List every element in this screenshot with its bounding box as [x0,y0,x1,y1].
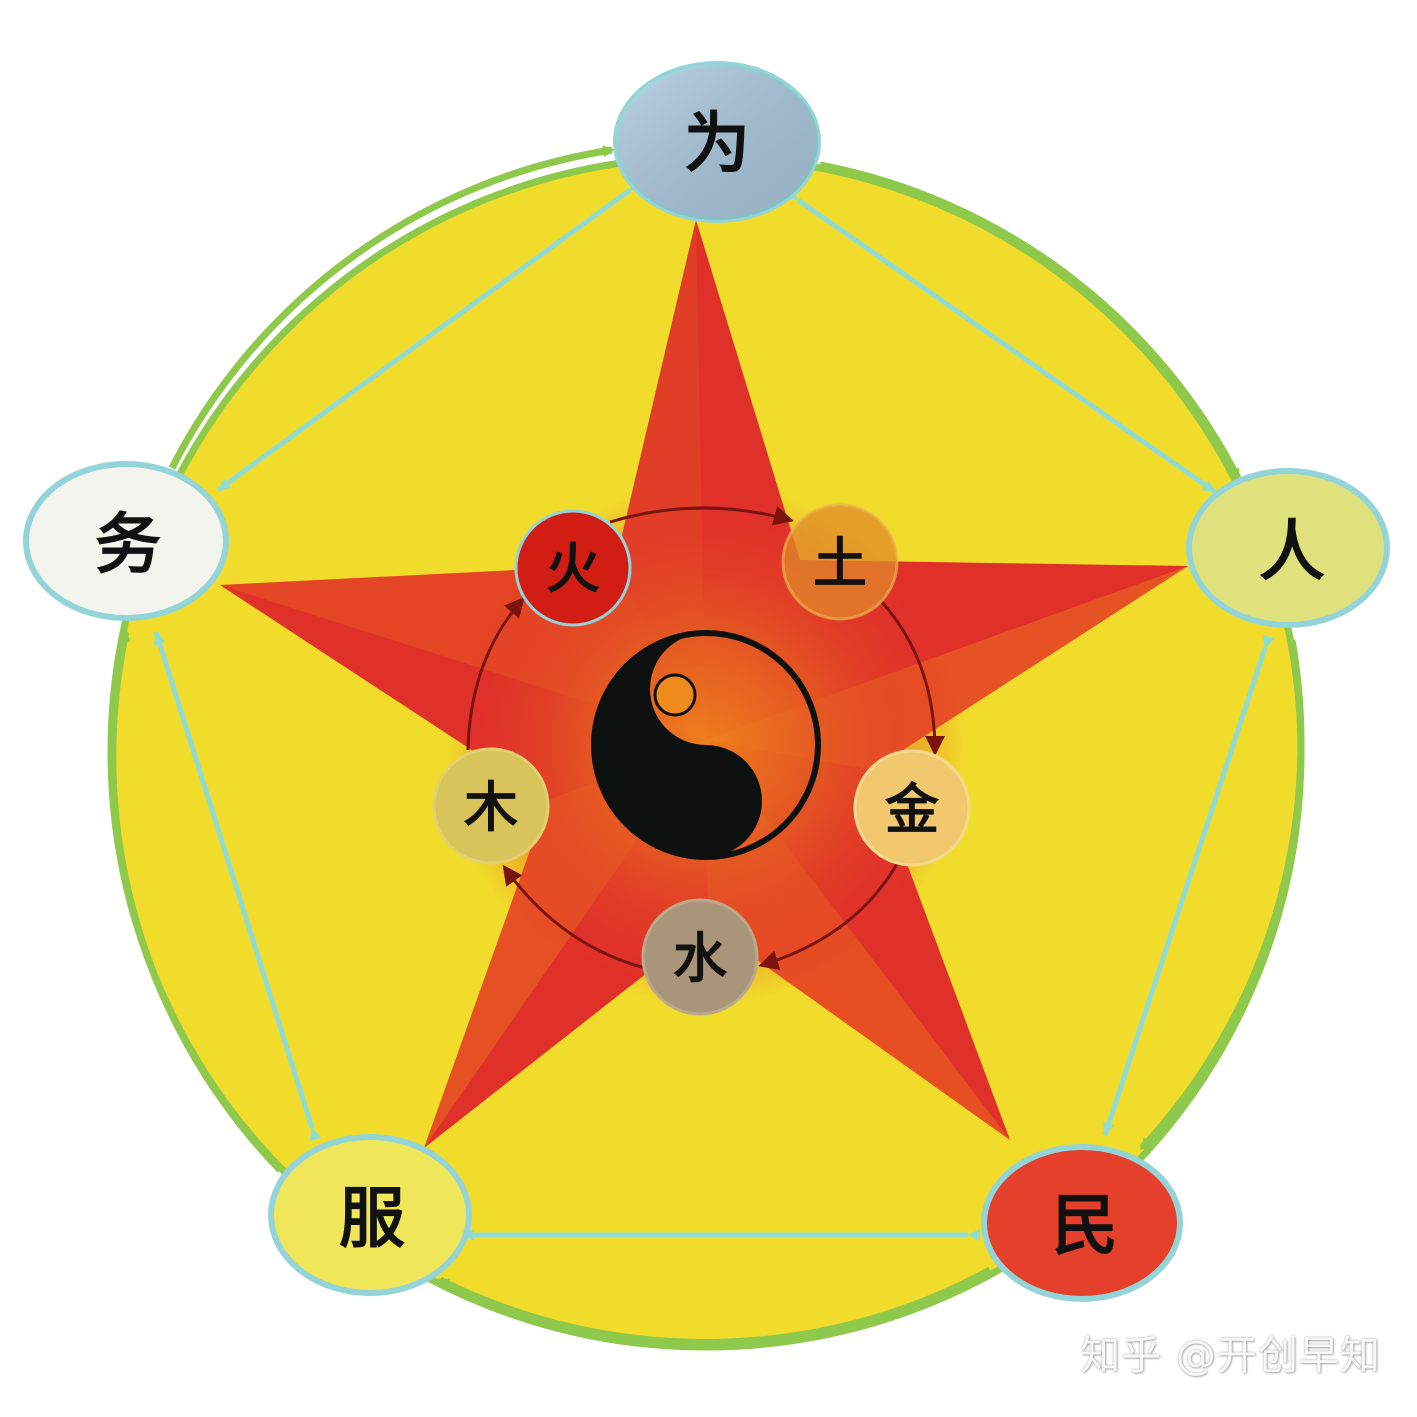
cycle-arrow-shui-mu [502,864,646,970]
inner-label-jin: 金 [884,777,940,841]
outer-node-wei[interactable]: 为 [613,61,821,223]
outer-label-min: 民 [1052,1186,1118,1264]
yang-eye [719,774,751,806]
yin-half [594,633,762,857]
outer-label-fu: 服 [339,1179,405,1257]
connector-ren-min [1102,634,1275,1136]
yin-eye [653,673,697,717]
inner-node-mu[interactable]: 木 [432,747,550,865]
inner-cycle-arrows [466,506,945,970]
outer-label-wei: 为 [684,104,750,182]
inner-label-tu: 土 [813,531,867,595]
ring-arrow-min-fu [437,1266,992,1346]
watermark: 知乎 @开创早知 [1080,1333,1381,1379]
cycle-arrow-jin-shui [758,854,904,970]
inner-node-huo[interactable]: 火 [514,509,632,627]
connector-wei-wu [216,178,644,493]
outer-label-ren: 人 [1259,512,1325,590]
cycle-arrow-tu-jin [878,598,945,756]
cycle-arrow-huo-tu [609,506,794,526]
connector-fu-wu [153,631,322,1142]
cycle-arrow-mu-huo [466,596,525,751]
inner-label-mu: 木 [464,775,518,839]
outer-connectors [153,178,1275,1241]
outer-node-fu[interactable]: 服 [268,1134,472,1296]
outer-label-wu: 务 [95,505,161,583]
outer-node-ren[interactable]: 人 [1186,468,1390,628]
yin-yang-symbol [591,630,821,860]
outer-node-wu[interactable]: 务 [23,461,229,621]
inner-node-jin[interactable]: 金 [853,749,971,867]
inner-label-shui: 水 [673,926,728,990]
outer-node-min[interactable]: 民 [981,1144,1183,1302]
inner-node-shui[interactable]: 水 [641,898,759,1016]
inner-label-huo: 火 [546,536,600,600]
inner-node-tu[interactable]: 土 [781,503,899,621]
connector-wei-ren [784,188,1217,495]
